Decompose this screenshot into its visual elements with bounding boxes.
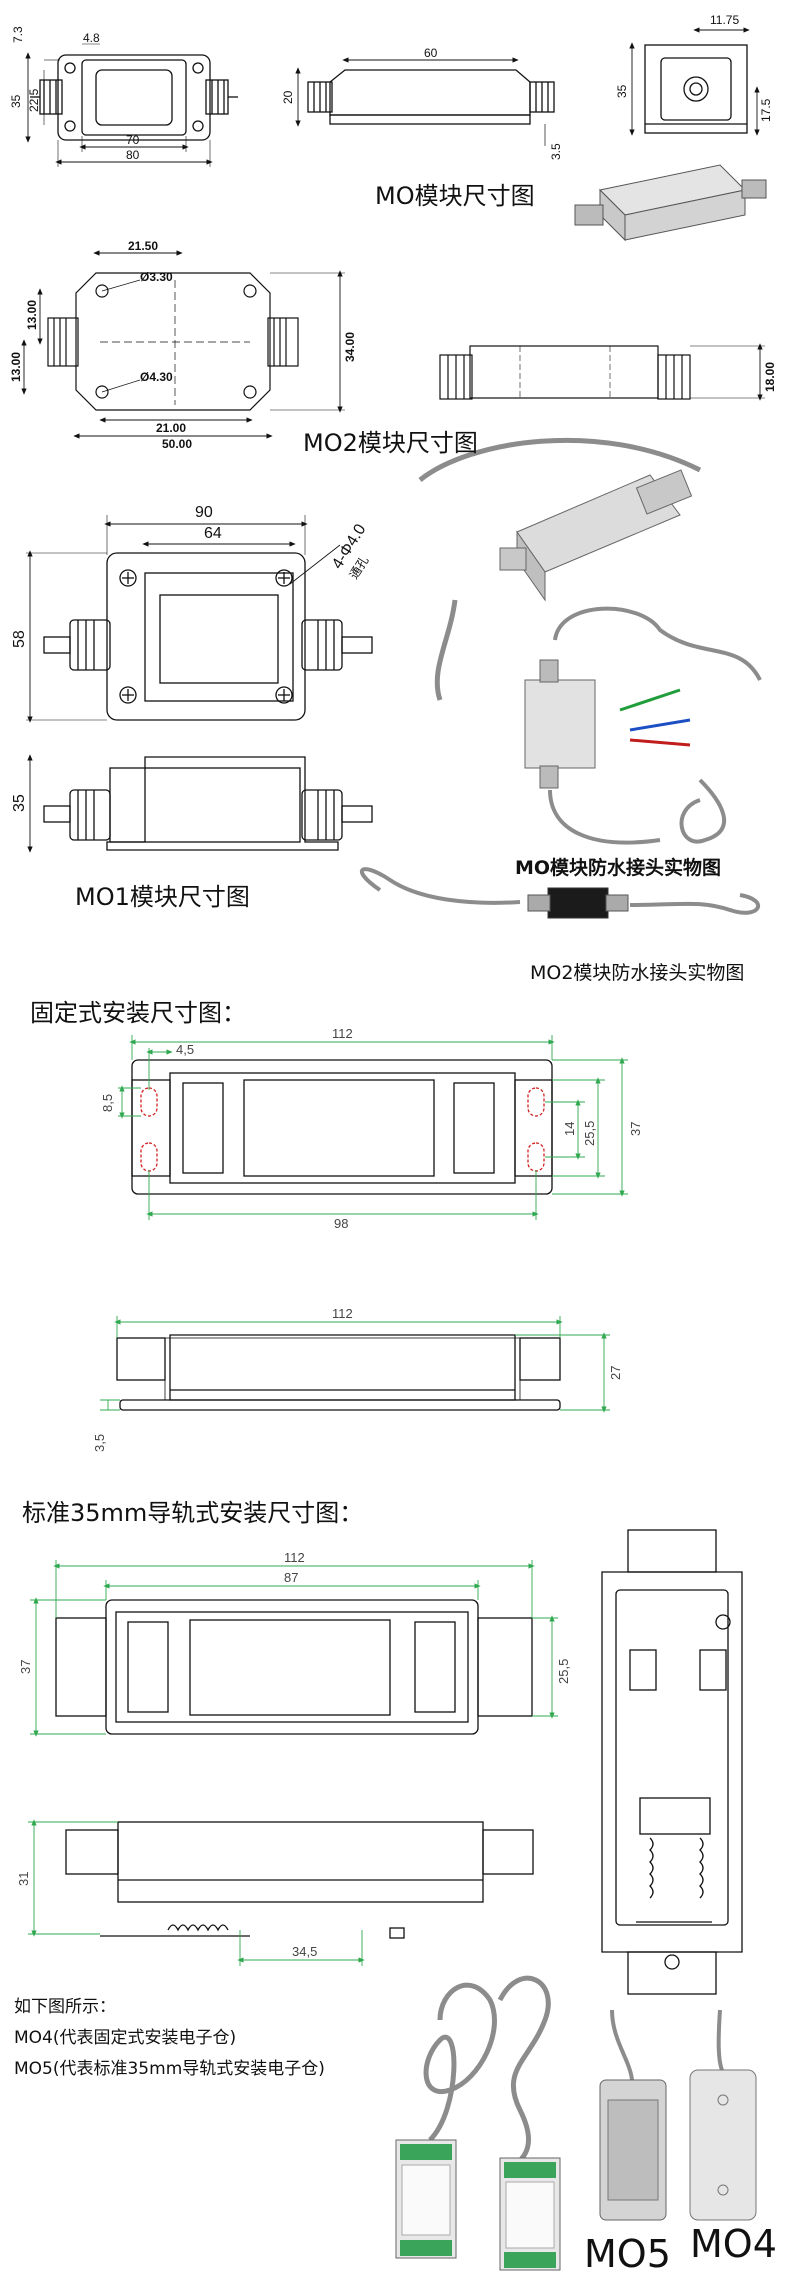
mo1-side-dim-35: 35 — [11, 794, 28, 812]
rail-dim-112: 112 — [284, 1550, 305, 1565]
mo1-dim-90: 90 — [195, 504, 213, 521]
rail-dim-37: 37 — [18, 1660, 33, 1674]
mo-top-dim-35: 35 — [9, 94, 23, 108]
mo1-top-view — [26, 515, 373, 723]
mo-side-dim-20: 20 — [281, 90, 295, 104]
rail-install-top-dims — [30, 1560, 558, 1737]
title-mo1-module-dimensions: MO1模块尺寸图 — [75, 883, 250, 911]
mo2-dim-21-50: 21.50 — [128, 239, 158, 253]
fixed-install-side-view — [116, 1334, 561, 1411]
mo2-dim-13-top: 13.00 — [25, 300, 39, 330]
mo-product-photo — [574, 164, 767, 242]
fixed-dim-112: 112 — [332, 1026, 353, 1041]
fixed-install-top-view — [131, 1059, 553, 1195]
fixed-install-top-dims — [118, 1035, 628, 1220]
fixed-dim-4-5: 4,5 — [176, 1042, 194, 1057]
rail-install-top-view — [55, 1599, 533, 1735]
mo-side-view — [295, 57, 555, 146]
rail-end-view — [601, 1529, 743, 1995]
mo-top-dim-80: 80 — [126, 148, 140, 162]
mo2-side-dim-18: 18.00 — [763, 362, 777, 392]
mo-end-dim-35: 35 — [615, 84, 629, 98]
mo-top-view — [25, 43, 238, 167]
rail-side-dim-34-5: 34,5 — [292, 1944, 317, 1959]
fixed-dim-37: 37 — [628, 1122, 643, 1136]
note-mo5: MO5(代表标准35mm导轨式安装电子仓) — [14, 2059, 325, 2079]
title-mo2-module-dimensions: MO2模块尺寸图 — [303, 429, 478, 457]
title-fixed-install-dimensions: 固定式安装尺寸图： — [30, 999, 246, 1027]
note-mo4: MO4(代表固定式安装电子仓) — [14, 2028, 237, 2048]
mo-side-dim-60: 60 — [424, 46, 438, 60]
mo-top-dim-70: 70 — [126, 133, 140, 147]
mo2-top-view — [21, 250, 345, 439]
fixed-side-dim-27: 27 — [608, 1366, 623, 1380]
fixed-side-dim-112: 112 — [332, 1306, 353, 1321]
mo2-dim-34: 34.00 — [343, 332, 357, 362]
mo1-dim-58: 58 — [11, 630, 28, 648]
title-mo-module-dimensions: MO模块尺寸图 — [375, 182, 535, 210]
caption-mo2-waterproof-photo: MO2模块防水接头实物图 — [530, 962, 745, 984]
caption-mo-waterproof-photo: MO模块防水接头实物图 — [515, 857, 722, 879]
mo2-dim-phi-3-30: Ø3.30 — [140, 270, 173, 284]
fixed-dim-14: 14 — [562, 1122, 577, 1136]
mo2-waterproof-photo — [359, 867, 761, 919]
mo-end-dim-11-75: 11.75 — [710, 13, 739, 27]
note-intro: 如下图所示： — [14, 1997, 116, 2017]
mo-end-view — [629, 27, 760, 136]
mo-product-photos-bottom — [395, 1975, 757, 2271]
rail-dim-87: 87 — [284, 1570, 298, 1585]
fixed-install-side-dims — [100, 1316, 610, 1413]
rail-install-side-dims — [28, 1819, 365, 1966]
fixed-dim-25-5: 25,5 — [582, 1121, 597, 1146]
fixed-side-dim-3-5: 3,5 — [92, 1434, 107, 1452]
mo1-dim-64: 64 — [204, 525, 222, 542]
mo-waterproof-photo — [418, 437, 762, 845]
mo-end-dim-17-5: 17.5 — [759, 98, 773, 122]
rail-install-side-view — [65, 1821, 534, 1939]
fixed-dim-98: 98 — [334, 1216, 348, 1231]
mo2-dim-13-bottom: 13.00 — [9, 352, 23, 382]
fixed-dim-8-5: 8,5 — [100, 1094, 115, 1112]
label-mo5: MO5 — [584, 2232, 671, 2276]
mo1-side-view — [27, 754, 373, 853]
mo2-dim-50: 50.00 — [162, 437, 192, 451]
mo-side-dim-3-5: 3.5 — [549, 143, 563, 160]
mo-top-dim-22-5: 22.5 — [27, 88, 41, 112]
rail-dim-25-5: 25,5 — [556, 1659, 571, 1684]
mo2-dim-21: 21.00 — [156, 421, 186, 435]
title-rail-install-dimensions: 标准35mm导轨式安装尺寸图： — [22, 1499, 364, 1527]
rail-side-dim-31: 31 — [16, 1872, 31, 1886]
mo2-dim-phi-4-30: Ø4.30 — [140, 370, 173, 384]
mo-top-dim-4-8: 4.8 — [83, 31, 100, 45]
mo-top-dim-7-3: 7.3 — [11, 26, 25, 43]
mo2-side-view — [439, 343, 765, 401]
label-mo4: MO4 — [690, 2222, 777, 2266]
